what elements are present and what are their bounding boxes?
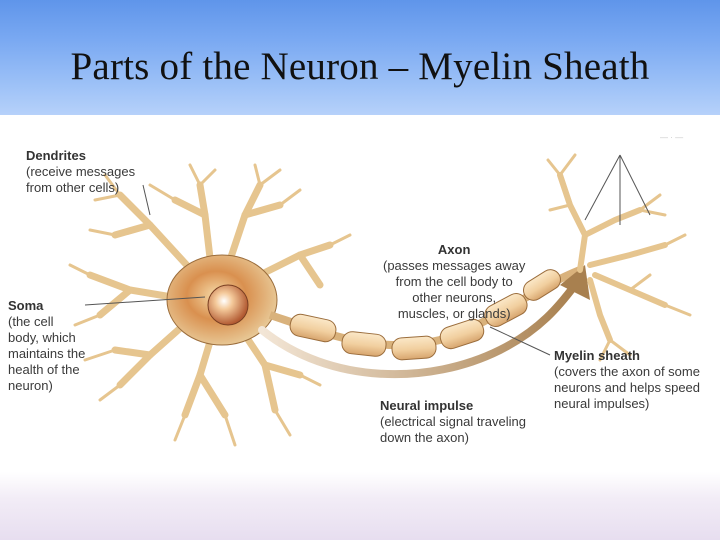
myelin-segment (341, 331, 387, 357)
axon-terminals (546, 153, 692, 362)
leader-lines (84, 154, 651, 356)
nucleus (207, 284, 249, 326)
slide-title: Parts of the Neuron – Myelin Sheath (70, 45, 650, 88)
label-impulse-title: Neural impulse (380, 398, 474, 413)
label-dendrites: Dendrites (receive messages from other c… (26, 148, 135, 196)
label-soma-title: Soma (8, 298, 44, 313)
label-myelin-sheath: Myelin sheath (covers the axon of some n… (554, 348, 700, 412)
myelin-segment (289, 313, 337, 343)
label-soma-desc: (the cell body, which maintains the heal… (8, 314, 86, 393)
label-axon: Axon (passes messages away from the cell… (383, 242, 525, 322)
watermark: — · — (660, 133, 684, 142)
label-dendrites-desc: (receive messages from other cells) (26, 164, 136, 195)
label-impulse-desc: (electrical signal traveling down the ax… (380, 414, 526, 445)
myelin-segment (391, 335, 437, 361)
myelin-segment (484, 292, 528, 328)
label-axon-desc: (passes messages away from the cell body… (383, 258, 526, 321)
label-soma: Soma (the cell body, which maintains the… (8, 298, 85, 394)
neural-impulse-arrow (258, 265, 590, 379)
label-axon-title: Axon (437, 242, 471, 257)
label-myelin-desc: (covers the axon of some neurons and hel… (554, 364, 701, 411)
label-myelin-title: Myelin sheath (554, 348, 640, 363)
neuron-diagram (68, 153, 692, 447)
label-dendrites-title: Dendrites (26, 148, 86, 163)
myelin-segment (523, 269, 561, 301)
footer-band (0, 472, 720, 540)
title-band (0, 0, 720, 115)
axon (268, 266, 582, 361)
label-neural-impulse: Neural impulse (electrical signal travel… (380, 398, 526, 446)
myelin-segment (439, 318, 485, 350)
